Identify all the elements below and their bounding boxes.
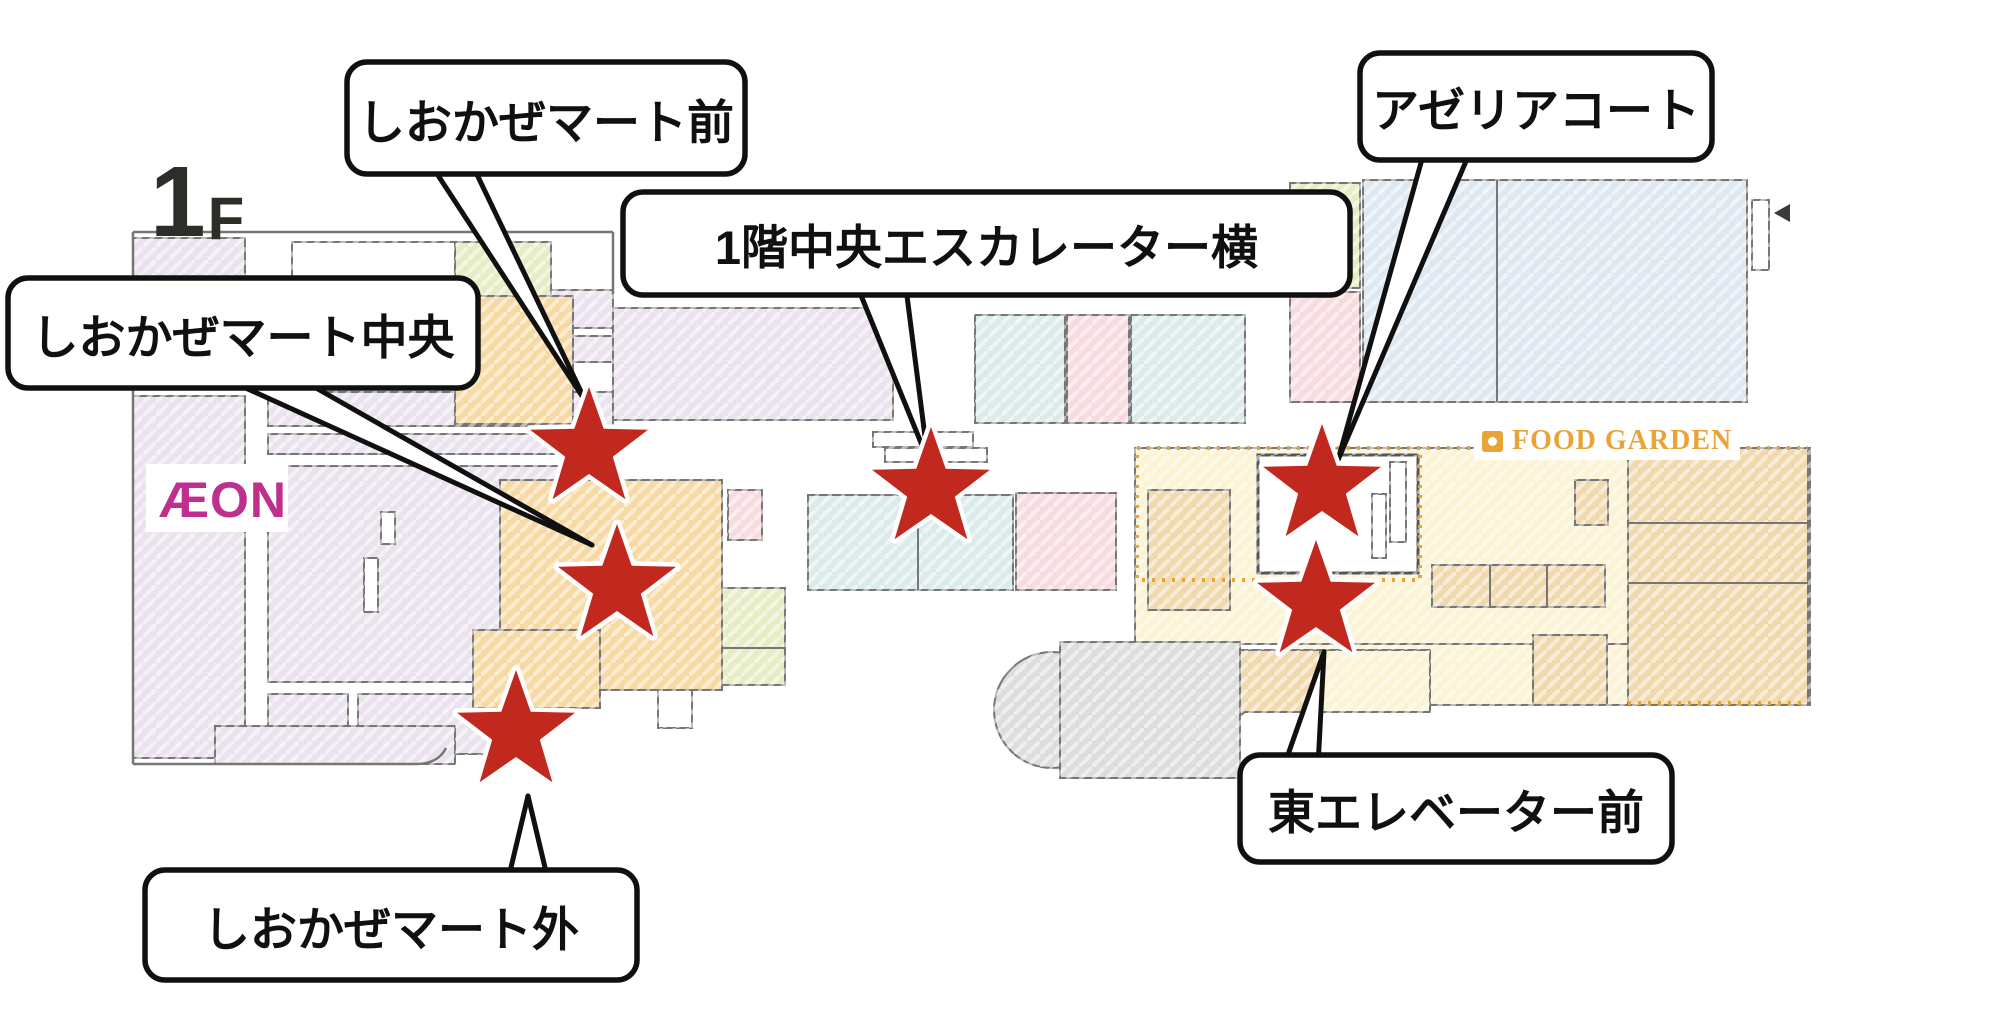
map-outline [133, 747, 448, 766]
callout-tail-edge [505, 793, 531, 883]
floor-suffix: F [207, 185, 245, 252]
entrance-arrow-icon [1774, 204, 1790, 222]
location-star-marker [553, 519, 681, 641]
callout-bubble [142, 867, 640, 983]
callout-bubble [1237, 752, 1675, 865]
callout-tail-edge [425, 157, 589, 405]
location-star-marker [525, 382, 653, 504]
callout-bubble [1357, 50, 1715, 163]
location-star-marker [867, 422, 995, 544]
callout-bubble [5, 275, 481, 391]
callout-tail-edge [1281, 649, 1327, 769]
callout-tail-edge [1335, 149, 1473, 463]
callout-tail-edge [299, 377, 595, 548]
floor-number: 1 [150, 146, 206, 258]
callout-tail-edge [467, 157, 589, 405]
callout-tail [508, 796, 548, 880]
floor-label: 1 F [150, 152, 244, 252]
food-garden-sign: FOOD GARDEN [1474, 422, 1741, 460]
callout-bubble [620, 189, 1353, 298]
azalea-court-dashed-box [1135, 446, 1422, 582]
callout-bubble [344, 59, 748, 177]
food-garden-label: FOOD GARDEN [1512, 425, 1733, 456]
callout-tail-edge [1335, 149, 1427, 463]
location-star-marker [1252, 535, 1380, 657]
callout-tail-edge [225, 377, 595, 548]
callout-tail-edge [1315, 649, 1327, 769]
aeon-logo: ÆON [159, 472, 287, 528]
callout-tail-edge [903, 285, 931, 463]
food-garden-icon [1482, 430, 1503, 452]
location-star-marker [452, 665, 580, 787]
location-star-marker [1258, 419, 1386, 541]
callout-tail-edge [855, 285, 931, 463]
callout-tail-edge [525, 793, 551, 883]
